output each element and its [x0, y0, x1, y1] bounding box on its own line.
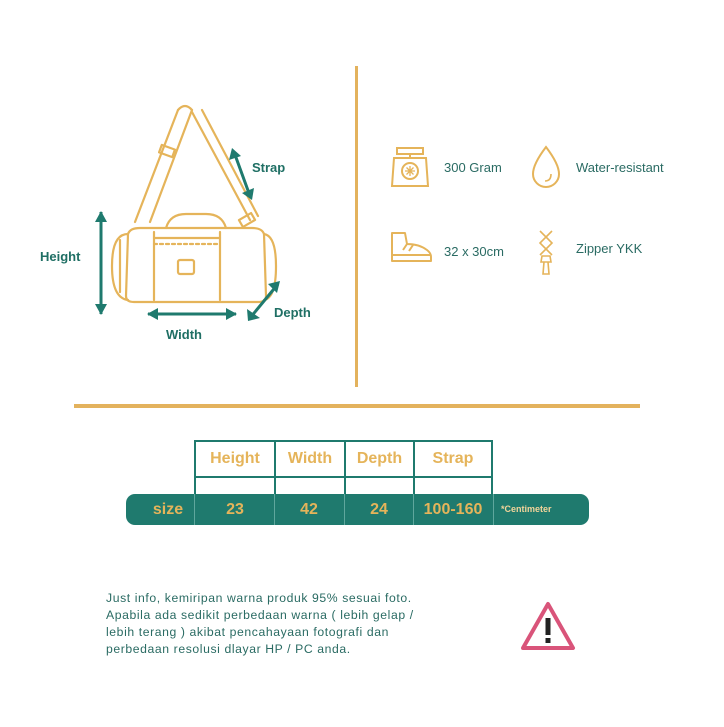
shoe-icon — [391, 232, 432, 262]
header-height: Height — [194, 440, 276, 496]
note-line: Just info, kemiripan warna produk 95% se… — [106, 591, 412, 605]
depth-arrow-icon — [247, 281, 280, 321]
zipper-text: Zipper YKK — [576, 241, 643, 256]
weight-text: 300 Gram — [444, 160, 502, 175]
strap-label: Strap — [252, 160, 286, 175]
note-line: Apabila ada sedikit perbedaan warna ( le… — [106, 608, 414, 622]
color-disclaimer: Just info, kemiripan warna produk 95% se… — [106, 590, 516, 658]
zipper-icon — [538, 230, 554, 275]
height-label: Height — [40, 249, 81, 264]
duffel-bag-icon — [110, 104, 278, 304]
header-depth: Depth — [344, 440, 415, 496]
dimension-text: 32 x 30cm — [444, 244, 504, 259]
water-resistant-text: Water-resistant — [576, 160, 664, 175]
size-height-value: 23 — [226, 501, 244, 518]
horizontal-divider — [74, 404, 640, 408]
size-table-header: Height Width Depth Strap — [194, 440, 493, 496]
unit-note: *Centimeter — [501, 504, 552, 514]
depth-label: Depth — [274, 305, 311, 320]
size-row-label: size — [152, 501, 184, 518]
strap-arrow-icon — [229, 148, 254, 200]
header-width: Width — [274, 440, 346, 496]
height-arrow-icon — [95, 211, 107, 315]
note-line: lebih terang ) akibat pencahayaan fotogr… — [106, 625, 389, 639]
size-row: size 23 42 24 100-160 *Centimeter — [126, 494, 589, 525]
warning-triangle-icon — [521, 602, 575, 650]
vertical-divider — [355, 66, 358, 387]
size-width-value: 42 — [300, 501, 318, 518]
scale-icon — [390, 147, 430, 187]
water-drop-icon — [531, 145, 561, 188]
size-strap-value: 100-160 — [423, 501, 483, 518]
width-arrow-icon — [147, 308, 237, 320]
note-line: perbedaan resolusi dlayar HP / PC anda. — [106, 642, 351, 656]
size-depth-value: 24 — [370, 501, 388, 518]
header-strap: Strap — [413, 440, 493, 496]
width-label: Width — [166, 327, 202, 342]
